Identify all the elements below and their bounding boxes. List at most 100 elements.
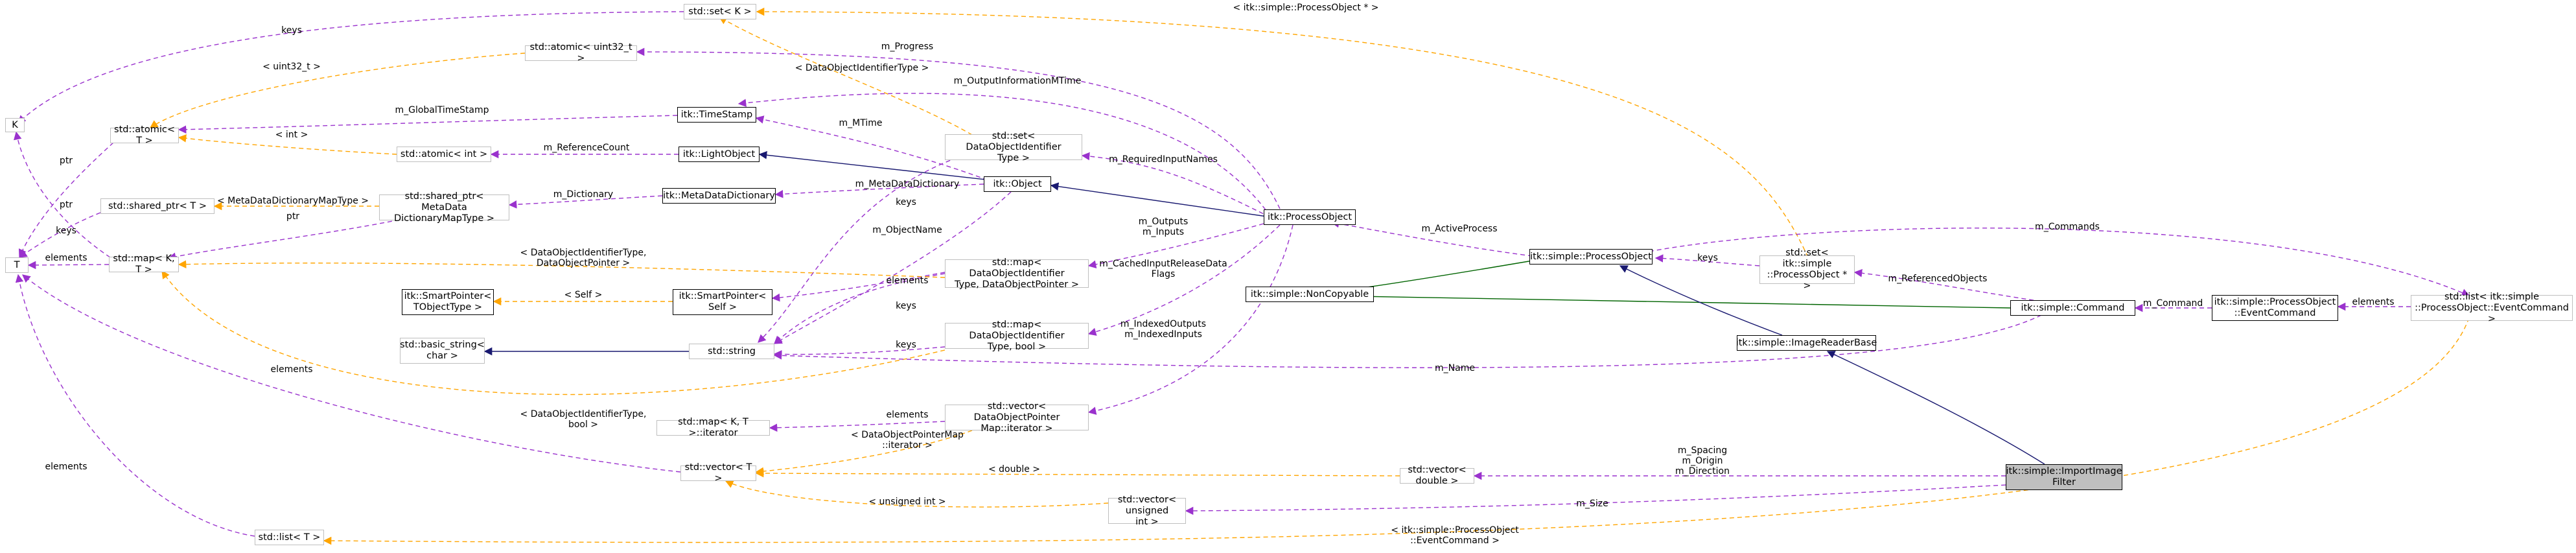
node-list-t[interactable]: std::list< T > — [255, 530, 324, 545]
node-simple-processobject[interactable]: itk::simple::ProcessObject — [1529, 249, 1653, 265]
edge-set-po-keys — [1654, 254, 1760, 266]
edge-map-ptr-elements — [774, 273, 946, 344]
node-atomic-int[interactable]: std::atomic< int > — [397, 147, 491, 162]
label-outputs-inputs: m_Outputs m_Inputs — [1138, 217, 1189, 237]
label-active-process: m_ActiveProcess — [1421, 224, 1498, 234]
label-uint32: < uint32_t > — [262, 62, 321, 72]
node-smartptr-t[interactable]: itk::SmartPointer< TObjectType > — [402, 289, 494, 315]
node-map-dataobj-ptr[interactable]: std::map< DataObjectIdentifier Type, Dat… — [945, 257, 1089, 290]
edge-map-bool-keys — [773, 346, 946, 359]
node-map-kt[interactable]: std::map< K, T > — [109, 253, 179, 275]
node-metadata-dictionary[interactable]: itk::MetaDataDictionary — [662, 188, 776, 204]
label-keys-setk: keys — [281, 25, 302, 36]
label-vector-iter-tpl: < DataObjectPointerMap ::iterator > — [851, 430, 964, 451]
edge-processobject-object — [1050, 182, 1268, 217]
edge-required-inputs — [1081, 152, 1271, 218]
node-string[interactable]: std::string — [689, 344, 774, 359]
node-atomic-t[interactable]: std::atomic< T > — [110, 124, 179, 146]
edge-global-timestamp — [178, 115, 678, 134]
node-set-simple-po-ptr[interactable]: std::set< itk::simple ::ProcessObject * … — [1759, 248, 1855, 291]
node-shared-ptr-meta[interactable]: std::shared_ptr< MetaData DictionaryMapT… — [379, 191, 509, 224]
edge-set-dataobj-keys — [758, 152, 973, 343]
node-vector-uint[interactable]: std::vector< unsigned int > — [1108, 495, 1186, 527]
label-ptr-shared: ptr — [59, 200, 73, 210]
label-ptr-meta: ptr — [286, 211, 300, 222]
label-m-commands: m_Commands — [2035, 222, 2100, 232]
edge-output-info-mtime — [737, 93, 1271, 217]
edge-shared-meta-ptr — [167, 216, 415, 261]
edge-name — [773, 314, 2042, 368]
label-po-ptr-tpl: < itk::simple::ProcessObject * > — [1233, 3, 1379, 13]
node-smartptr-self[interactable]: itk::SmartPointer< Self > — [673, 289, 772, 315]
label-global-ts: m_GlobalTimeStamp — [395, 105, 489, 115]
edge-atomic-uint32 — [149, 53, 526, 128]
node-object[interactable]: itk::Object — [984, 176, 1051, 192]
edge-import-reader — [1826, 351, 2045, 465]
node-vector-t[interactable]: std::vector< T > — [680, 462, 756, 484]
node-processobject[interactable]: itk::ProcessObject — [1264, 209, 1356, 225]
label-object-name: m_ObjectName — [872, 225, 942, 235]
edge-reader-po — [1619, 265, 1783, 336]
label-double-tpl: < double > — [988, 464, 1041, 475]
label-referenced-objects: m_ReferencedObjects — [1888, 274, 1988, 284]
node-lightobject[interactable]: itk::LightObject — [679, 147, 760, 162]
node-po-eventcommand[interactable]: itk::simple::ProcessObject ::EventComman… — [2212, 295, 2338, 321]
label-mtime: m_MTime — [839, 118, 883, 128]
edge-indexed — [1087, 224, 1294, 415]
node-importimagefilter[interactable]: itk::simple::ImportImage Filter — [2006, 464, 2122, 490]
edge-set-dataobj-tpl — [718, 16, 973, 135]
edge-m-dictionary — [508, 195, 663, 209]
label-meta-map-tpl: < MetaDataDictionaryMapType > — [216, 196, 369, 206]
node-map-dataobj-bool[interactable]: std::map< DataObjectIdentifier Type, boo… — [945, 320, 1089, 352]
node-map-iterator[interactable]: std::map< K, T >::iterator — [656, 417, 770, 438]
edge-outputs-inputs — [1087, 223, 1264, 268]
label-keys-set-string: keys — [896, 197, 916, 207]
edge-atomic-int — [178, 134, 397, 155]
node-vector-double[interactable]: std::vector< double > — [1400, 465, 1474, 486]
node-shared-ptr-t[interactable]: std::shared_ptr< T > — [100, 198, 215, 214]
label-meta-dictionary: m_MetaDataDictionary — [855, 179, 960, 189]
label-ref-count: m_ReferenceCount — [543, 143, 630, 153]
edge-vector-uint-tpl — [725, 480, 1109, 508]
edge-referenced-objects — [1853, 269, 2042, 302]
node-vector-dataptr-iter[interactable]: std::vector< DataObjectPointer Map::iter… — [945, 401, 1089, 434]
node-atomic-uint32[interactable]: std::atomic< uint32_t > — [525, 42, 637, 64]
node-imagereaderbase[interactable]: itk::simple::ImageReaderBase — [1736, 335, 1877, 351]
node-t[interactable]: T — [5, 257, 29, 273]
node-k[interactable]: K — [5, 118, 25, 132]
edge-vector-iter-elements — [769, 421, 946, 432]
label-spacing-origin-direction: m_Spacing m_Origin m_Direction — [1675, 445, 1730, 477]
label-required-inputs: m_RequiredInputNames — [1109, 154, 1218, 165]
node-command[interactable]: itk::simple::Command — [2010, 300, 2135, 316]
label-progress: m_Progress — [881, 41, 934, 52]
edge-list-cmd-tpl — [323, 317, 2470, 545]
edge-set-k-keys — [17, 11, 684, 124]
label-elements-vector: elements — [270, 364, 313, 375]
edge-object-name — [773, 191, 1012, 344]
edge-vector-double-tpl — [755, 469, 1400, 478]
edge-map-ptr-smart — [771, 272, 946, 302]
edge-vector-iter-tpl — [755, 430, 973, 476]
edge-map-bool-tpl — [161, 270, 946, 395]
edge-meta-dictionary — [774, 183, 984, 198]
label-elements-list: elements — [45, 462, 87, 472]
label-keys-set-po: keys — [1697, 253, 1718, 263]
label-ptr-atomic: ptr — [59, 156, 73, 166]
label-int-tpl: < int > — [275, 130, 308, 140]
edge-atomic-t-ptr — [18, 142, 114, 258]
node-timestamp[interactable]: itk::TimeStamp — [677, 107, 756, 123]
label-m-dictionary: m_Dictionary — [553, 189, 614, 200]
node-list-eventcommand[interactable]: std::list< itk::simple ::ProcessObject::… — [2411, 292, 2573, 324]
edge-map-k-keys — [14, 131, 111, 258]
label-cached-release: m_CachedInputReleaseData Flags — [1099, 259, 1227, 279]
node-noncopyable[interactable]: itk::simple::NonCopyable — [1246, 287, 1374, 302]
node-set-k[interactable]: std::set< K > — [684, 4, 756, 19]
label-elements-map-iter: elements — [886, 410, 929, 420]
node-set-dataobj-id[interactable]: std::set< DataObjectIdentifier Type > — [945, 131, 1082, 163]
edge-list-t — [15, 274, 255, 537]
label-keys-map-ptr: keys — [896, 301, 916, 311]
label-elements-map-t: elements — [45, 253, 87, 263]
node-basic-string[interactable]: std::basic_string< char > — [400, 338, 485, 364]
edge-active-process — [1330, 219, 1533, 257]
